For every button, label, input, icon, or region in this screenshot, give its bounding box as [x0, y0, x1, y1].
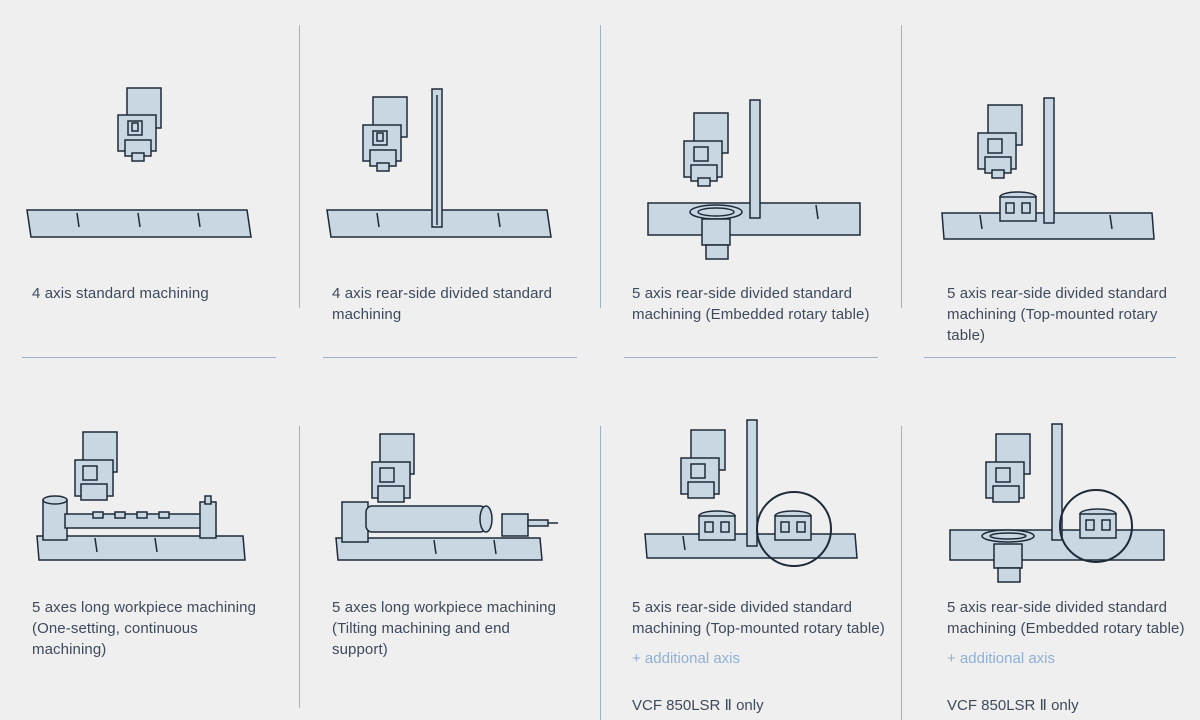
- column-divider: [600, 25, 601, 308]
- card-caption: 5 axes long workpiece machining (Tilting…: [332, 597, 556, 660]
- caption-line: (One-setting, continuous: [32, 620, 198, 637]
- machining-card-4-axis-standard[interactable]: 4 axis standard machining: [0, 0, 299, 357]
- long-workpiece-continuous-illustration: [35, 430, 255, 570]
- row-divider: [924, 357, 1176, 358]
- highlight-circle: [1059, 489, 1133, 563]
- caption-line: machining (Top-mounted rotary table): [632, 620, 885, 637]
- machining-card-additional-axis-embedded[interactable]: 5 axis rear-side divided standard machin…: [902, 380, 1200, 720]
- column-divider: [299, 25, 300, 308]
- row-divider: [624, 357, 878, 358]
- additional-axis-label: + additional axis: [947, 650, 1055, 667]
- column-divider: [901, 426, 902, 720]
- additional-axis-label: + additional axis: [632, 650, 740, 667]
- card-caption: 4 axis standard machining: [32, 283, 209, 304]
- machining-card-4-axis-rear-side[interactable]: 4 axis rear-side divided standard machin…: [300, 0, 600, 357]
- embedded-rotary-table-illustration: [646, 95, 866, 265]
- card-caption: 5 axis rear-side divided standard machin…: [632, 597, 885, 639]
- caption-line: machining): [32, 641, 107, 658]
- caption-line: 5 axes long workpiece machining: [332, 599, 557, 616]
- caption-line: 5 axes long workpiece machining: [32, 599, 257, 616]
- caption-line: table): [947, 327, 986, 344]
- caption-line: 5 axis rear-side divided standard: [632, 599, 853, 616]
- caption-line: 5 axis rear-side divided standard: [947, 285, 1168, 302]
- additional-axis-embedded-illustration: [948, 422, 1170, 592]
- highlight-circle: [756, 491, 832, 567]
- caption-line: machining: [332, 306, 402, 323]
- caption-line: machining (Embedded rotary table): [632, 306, 870, 323]
- caption-line: 4 axis rear-side divided standard: [332, 285, 553, 302]
- standard-machining-illustration: [25, 85, 255, 245]
- caption-line: machining (Embedded rotary table): [947, 620, 1185, 637]
- row-divider: [323, 357, 577, 358]
- machining-card-long-workpiece-tilting[interactable]: 5 axes long workpiece machining (Tilting…: [300, 380, 600, 720]
- caption-line: 4 axis standard machining: [32, 285, 209, 302]
- column-divider: [901, 25, 902, 308]
- long-workpiece-tilting-illustration: [334, 430, 564, 570]
- column-divider: [600, 426, 601, 720]
- card-caption: 5 axis rear-side divided standard machin…: [632, 283, 870, 325]
- caption-line: 5 axis rear-side divided standard: [632, 285, 853, 302]
- caption-line: 5 axis rear-side divided standard: [947, 599, 1168, 616]
- machining-card-5-axis-embedded[interactable]: 5 axis rear-side divided standard machin…: [601, 0, 901, 357]
- model-note: VCF 850LSR Ⅱ only: [947, 697, 1079, 714]
- card-caption: 5 axes long workpiece machining (One-set…: [32, 597, 256, 660]
- row-divider: [22, 357, 276, 358]
- top-mounted-rotary-table-illustration: [940, 95, 1160, 245]
- additional-axis-top-mounted-illustration: [643, 418, 863, 578]
- model-note: VCF 850LSR Ⅱ only: [632, 697, 764, 714]
- column-divider: [299, 426, 300, 708]
- caption-line: (Tilting machining and end: [332, 620, 510, 637]
- machining-card-5-axis-top-mounted[interactable]: 5 axis rear-side divided standard machin…: [902, 0, 1200, 357]
- caption-line: support): [332, 641, 388, 658]
- caption-line: machining (Top-mounted rotary: [947, 306, 1158, 323]
- rear-side-divided-illustration: [325, 85, 555, 245]
- machining-card-long-workpiece-continuous[interactable]: 5 axes long workpiece machining (One-set…: [0, 380, 299, 720]
- card-caption: 4 axis rear-side divided standard machin…: [332, 283, 552, 325]
- card-caption: 5 axis rear-side divided standard machin…: [947, 283, 1167, 346]
- machining-card-additional-axis-top-mounted[interactable]: 5 axis rear-side divided standard machin…: [601, 380, 901, 720]
- card-caption: 5 axis rear-side divided standard machin…: [947, 597, 1185, 639]
